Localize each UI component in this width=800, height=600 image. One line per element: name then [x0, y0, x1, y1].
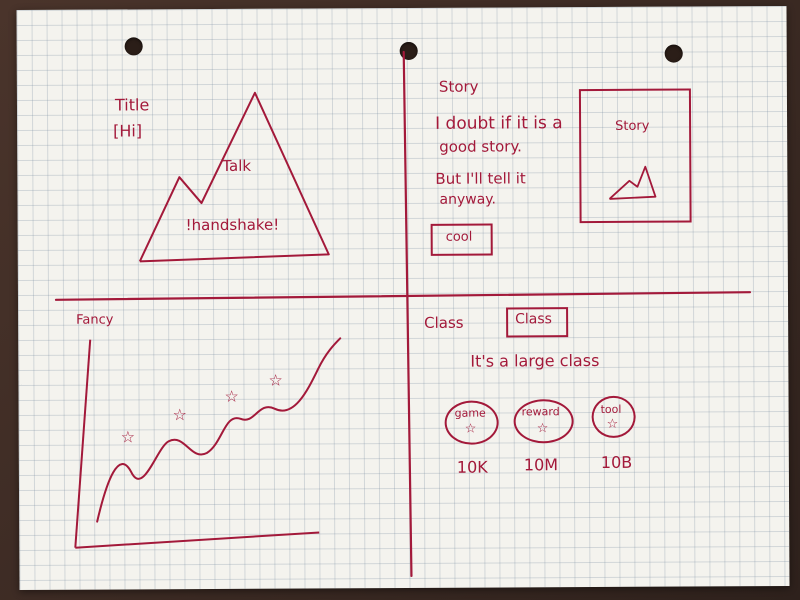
story-heading: Story [438, 77, 479, 96]
game-badge-label: game [454, 406, 486, 420]
star-icon: ☆ [606, 416, 619, 432]
title-label: Title [114, 95, 150, 115]
chart-y-axis [74, 339, 92, 548]
star-icon: ☆ [268, 370, 283, 390]
reward-value: 10M [523, 455, 559, 475]
star-icon: ☆ [224, 386, 239, 406]
tool-value: 10B [600, 452, 633, 472]
class-button-label: Class [515, 311, 552, 328]
star-icon: ☆ [464, 421, 477, 437]
talk-label: Talk [222, 156, 252, 175]
class-subtitle: It's a large class [470, 350, 600, 371]
handshake-label: !handshake! [185, 215, 280, 235]
class-label: Class [424, 313, 464, 332]
star-icon: ☆ [120, 427, 136, 447]
cool-button-label: cool [445, 229, 473, 245]
star-icon: ☆ [172, 405, 188, 425]
mountain-icon [138, 91, 330, 263]
fancy-heading: Fancy [76, 312, 114, 328]
story-line-3: But I'll tell it [435, 169, 526, 188]
sketch-lines [54, 50, 752, 578]
sketch-paper: Title [Hi] Talk !handshake! Story I doub… [16, 5, 790, 591]
chart-x-axis [75, 531, 320, 549]
game-value: 10K [456, 457, 488, 477]
card-mountain-icon [608, 165, 657, 200]
story-card[interactable] [578, 88, 692, 224]
story-card-label: Story [615, 118, 650, 134]
story-line-1: I doubt if it is a [435, 113, 563, 134]
reward-badge-label: reward [521, 405, 560, 419]
chart-curve [96, 337, 342, 523]
tool-badge-label: tool [600, 402, 622, 416]
star-icon: ☆ [536, 421, 549, 437]
story-line-4: anyway. [439, 191, 497, 208]
story-line-2: good story. [439, 137, 522, 156]
hi-label: [Hi] [113, 121, 143, 141]
